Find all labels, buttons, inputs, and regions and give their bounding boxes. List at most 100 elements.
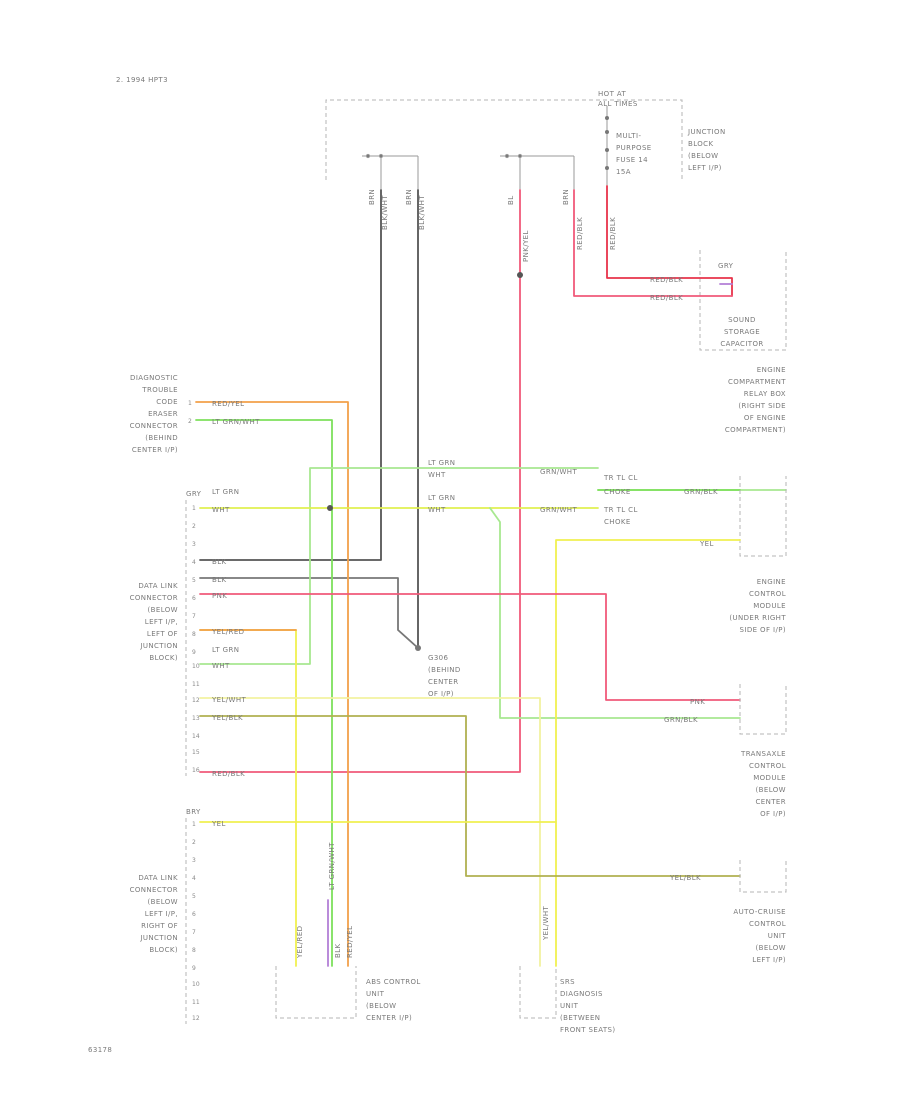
splice-rail-right [500,153,575,190]
sound-capacitor-label: SOUND STORAGE CAPACITOR [720,316,763,348]
svg-text:10: 10 [192,663,200,670]
svg-text:AUTO-CRUISE: AUTO-CRUISE [733,908,786,916]
relay-box-label: ENGINE COMPARTMENT RELAY BOX (RIGHT SIDE… [725,366,786,434]
pin16-label: RED/BLK [212,770,245,778]
svg-text:(BELOW: (BELOW [148,898,178,906]
sound-capacitor-id: GRY [718,262,734,270]
svg-text:LEFT I/P,: LEFT I/P, [145,910,178,918]
splice-rail-left [362,153,419,190]
dlc1-id: GRY [186,490,202,498]
splice-ltgrn [327,505,333,511]
ecm-yel-label: YEL [699,540,714,548]
dtc-wire-1-label: RED/YEL [212,400,244,408]
svg-text:GRN/WHT: GRN/WHT [540,506,577,514]
svg-text:13: 13 [192,715,200,722]
svg-text:ENGINE: ENGINE [757,366,786,374]
svg-text:4: 4 [192,875,196,882]
svg-text:TR TL CL: TR TL CL [603,506,638,514]
svg-text:11: 11 [192,999,200,1006]
srs-label: SRS DIAGNOSIS UNIT (BETWEEN FRONT SEATS) [560,978,615,1034]
bry-pin1-label: YEL [211,820,226,828]
junction-block-label: JUNCTION BLOCK (BELOW LEFT I/P) [687,128,725,172]
svg-text:TROUBLE: TROUBLE [141,386,178,394]
svg-text:LT GRN: LT GRN [428,494,455,502]
svg-text:CONTROL: CONTROL [749,762,786,770]
svg-text:(BEHIND: (BEHIND [428,666,461,674]
svg-text:TR TL CL: TR TL CL [603,474,638,482]
dtc-connector-label: DIAGNOSTIC TROUBLE CODE ERASER CONNECTOR… [130,374,178,454]
dlc2-id: BRY [186,808,201,816]
svg-text:8: 8 [192,631,196,638]
pin12-label: YEL/WHT [211,696,247,704]
svg-text:16: 16 [192,767,200,774]
svg-text:RELAY BOX: RELAY BOX [744,390,786,398]
cruise-outline [739,860,787,893]
diagram-code: 63178 [88,1046,112,1054]
svg-text:MODULE: MODULE [753,774,786,782]
fuse-label: MULTI- PURPOSE FUSE 14 15A [616,132,651,176]
svg-text:3: 3 [192,541,196,548]
wire-yel-wht-pin12-srs [199,697,541,967]
svg-text:(BELOW: (BELOW [148,606,178,614]
svg-text:(BEHIND: (BEHIND [145,434,178,442]
svg-text:SOUND: SOUND [728,316,756,324]
svg-text:UNIT: UNIT [560,1002,579,1010]
wire-pnk-yel-pin16 [199,189,521,773]
svg-text:8: 8 [192,947,196,954]
svg-text:CENTER I/P): CENTER I/P) [366,1014,412,1022]
svg-text:10: 10 [192,981,200,988]
svg-text:9: 9 [192,965,196,972]
svg-text:JUNCTION: JUNCTION [139,934,178,942]
wire-yel-red-pin9 [199,629,297,967]
svg-text:7: 7 [192,613,196,620]
dlc1-pins: 1 2 3 4 5 6 7 8 9 10 11 12 13 14 15 16 [192,505,200,774]
wire-blk-pin5-ground [199,577,419,649]
svg-text:2: 2 [188,418,192,425]
svg-text:CONNECTOR: CONNECTOR [130,594,178,602]
pin4-label: BLK [212,558,227,566]
svg-text:CONNECTOR: CONNECTOR [130,886,178,894]
svg-text:BLOCK): BLOCK) [149,946,178,954]
svg-text:(BELOW: (BELOW [366,1002,396,1010]
svg-text:STORAGE: STORAGE [724,328,760,336]
svg-text:MODULE: MODULE [753,602,786,610]
svg-text:CONTROL: CONTROL [749,920,786,928]
wire-yel-blk-pin13-cruise [199,715,741,877]
svg-text:LEFT I/P): LEFT I/P) [688,164,722,172]
cruise-wire-label: YEL/BLK [669,874,701,882]
svg-text:BRN: BRN [405,189,413,205]
dlc2-pins: 1 2 3 4 5 6 7 8 9 10 11 12 [192,821,200,1022]
dlc2-label: DATA LINK CONNECTOR (BELOW LEFT I/P, RIG… [130,874,178,954]
svg-text:UNIT: UNIT [366,990,385,998]
svg-text:1: 1 [192,505,196,512]
all-times-label: ALL TIMES [598,100,638,108]
svg-text:(RIGHT SIDE: (RIGHT SIDE [738,402,786,410]
cap-wire-label-1: RED/BLK [650,276,683,284]
svg-text:(BELOW: (BELOW [756,786,786,794]
wire-yel-ecm [555,539,741,967]
abs-wire-tags: YEL/RED LT GRN/WHT BLK RED/YEL [296,842,354,959]
wire-pnk-pin6-tcm [199,593,741,701]
ground-point [415,645,421,651]
svg-text:CENTER: CENTER [428,678,459,686]
svg-text:RED/YEL: RED/YEL [346,926,354,958]
svg-text:BRN: BRN [368,189,376,205]
svg-text:CENTER: CENTER [755,798,786,806]
svg-text:12: 12 [192,1015,200,1022]
wire-red-blk-capacitor-1 [606,185,733,297]
svg-text:7: 7 [192,929,196,936]
wire-grn-to-tcm [489,507,741,719]
svg-text:OF ENGINE: OF ENGINE [744,414,786,422]
svg-text:4: 4 [192,559,196,566]
svg-text:DIAGNOSTIC: DIAGNOSTIC [130,374,178,382]
svg-text:WHT: WHT [428,471,446,479]
svg-text:15: 15 [192,749,200,756]
svg-text:SIDE OF I/P): SIDE OF I/P) [740,626,786,634]
svg-text:RIGHT OF: RIGHT OF [141,922,178,930]
svg-text:1: 1 [188,400,192,407]
cruise-label: AUTO-CRUISE CONTROL UNIT (BELOW LEFT I/P… [733,908,786,964]
tcm-outline [739,684,787,735]
svg-text:CODE: CODE [156,398,178,406]
svg-text:15A: 15A [616,168,631,176]
